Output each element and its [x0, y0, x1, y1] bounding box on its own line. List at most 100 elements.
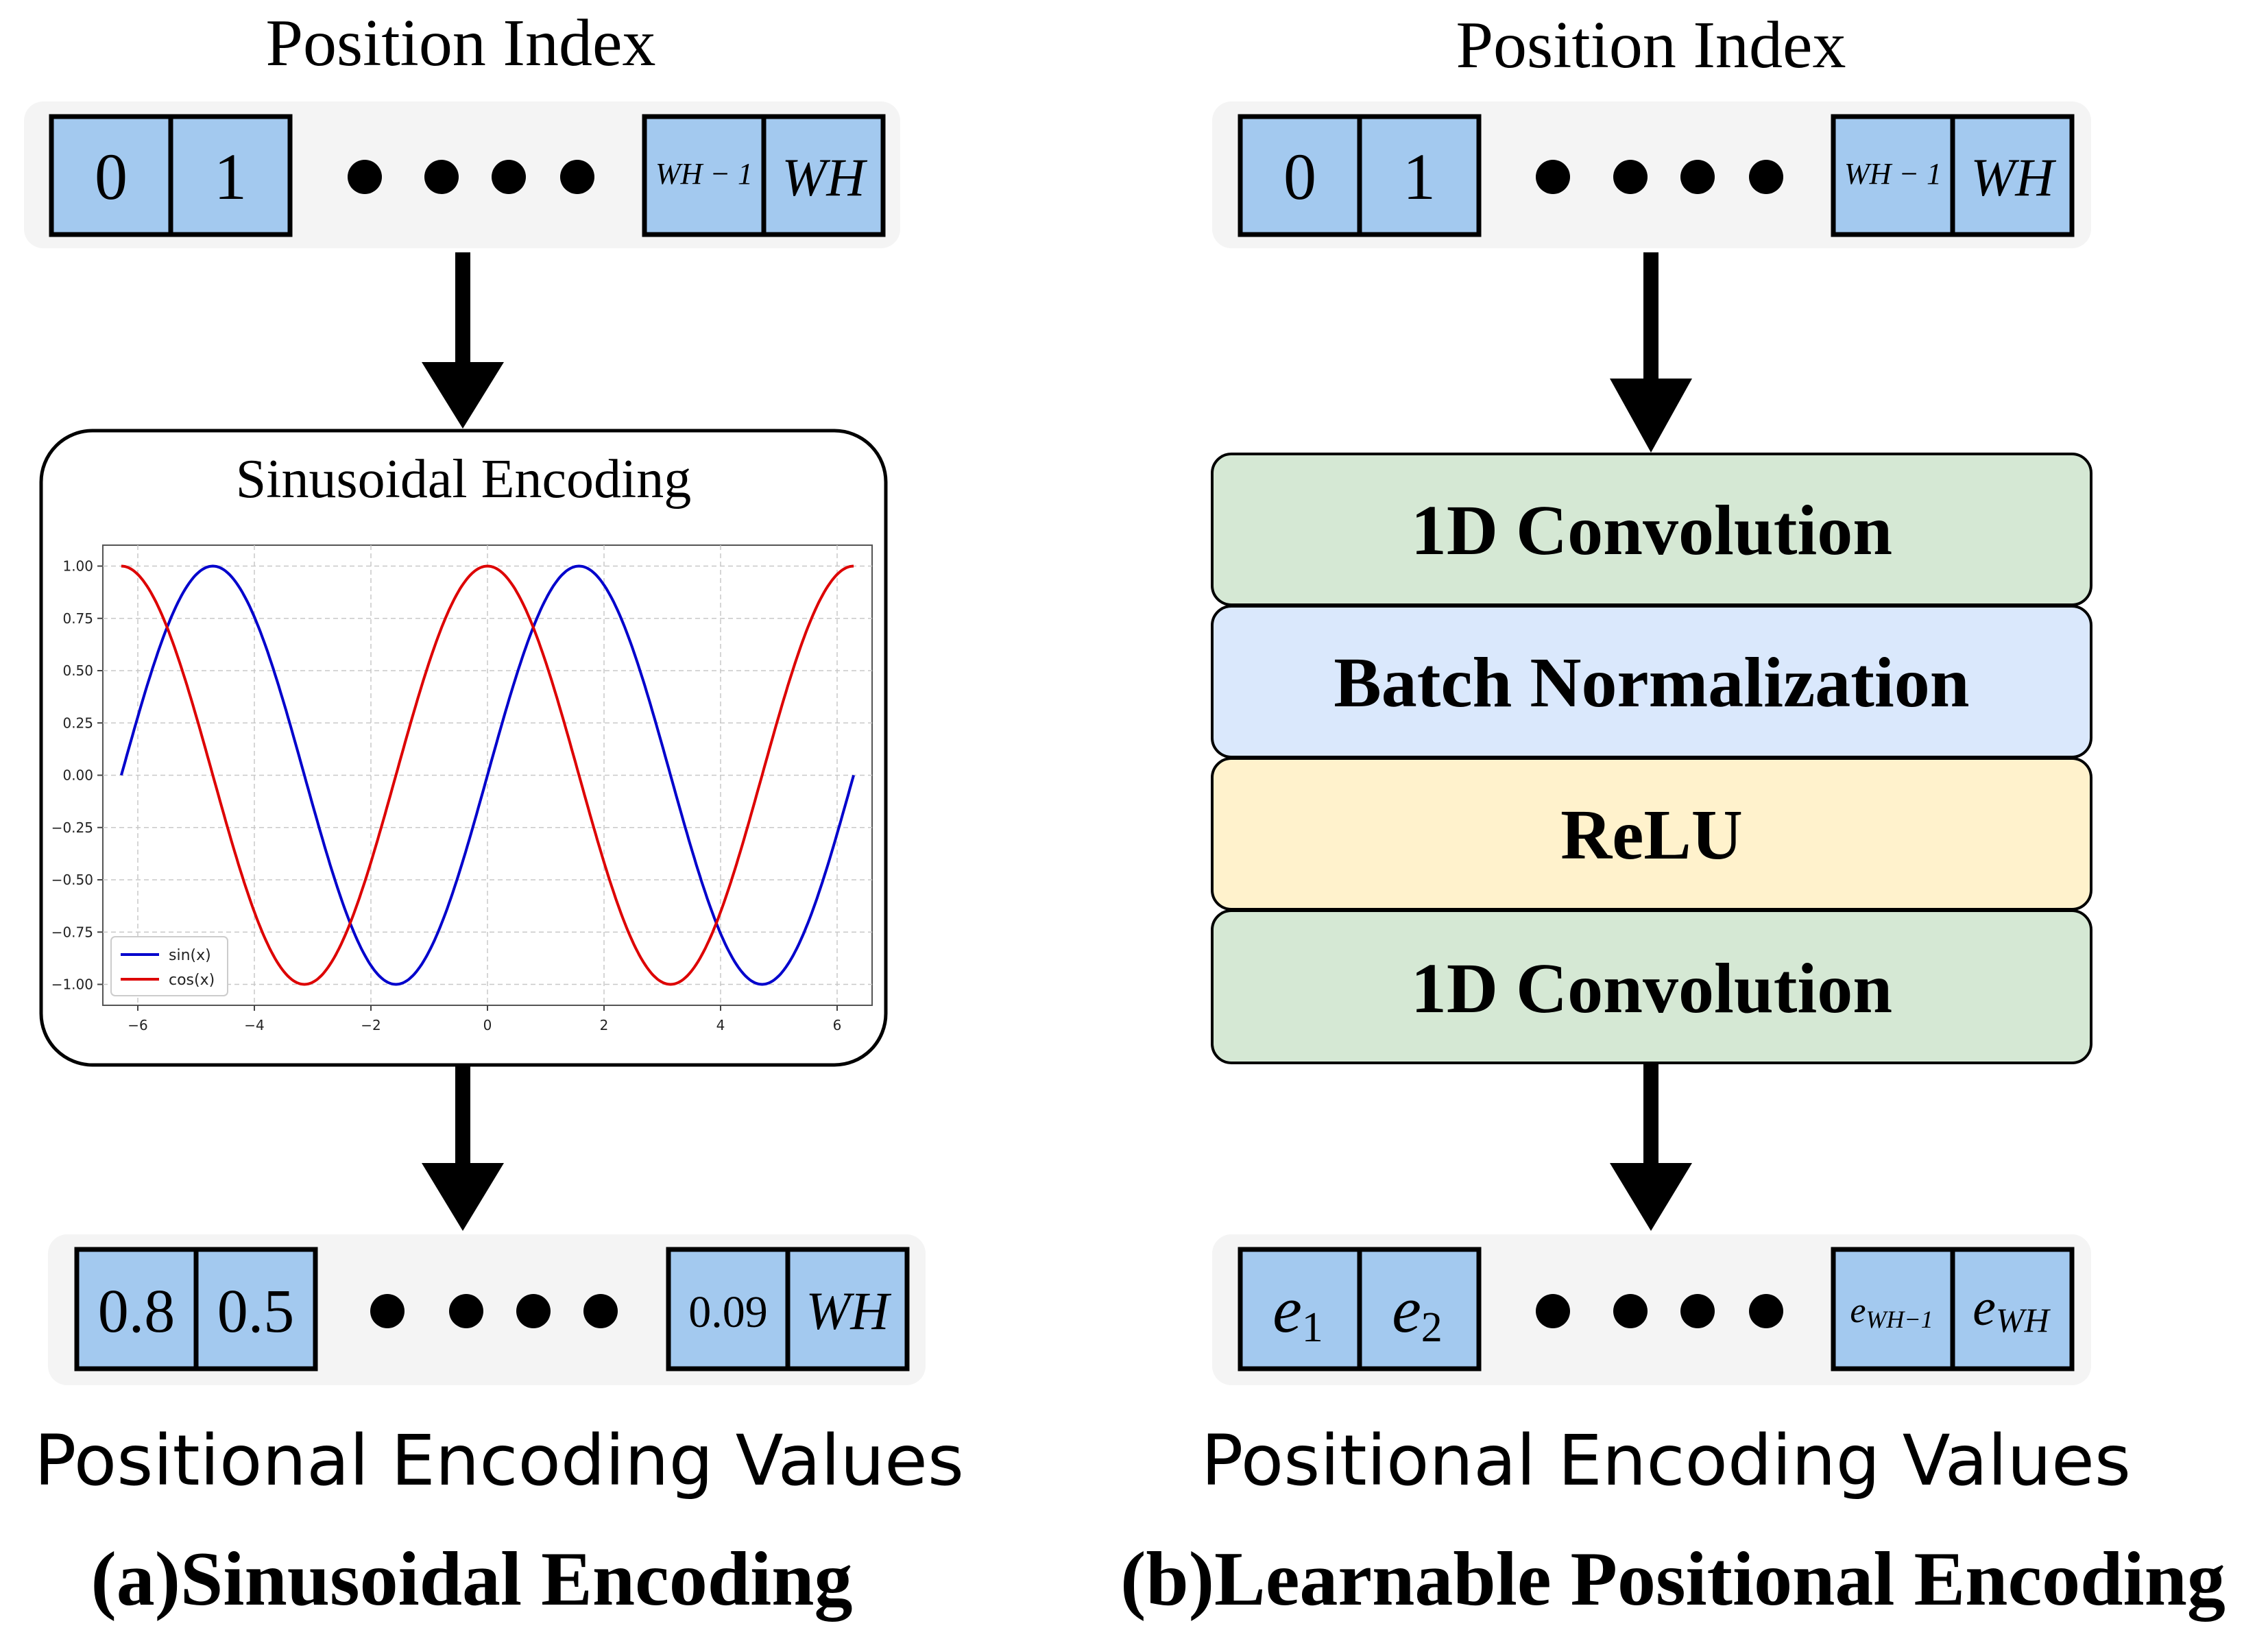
right-index-cell: [1950, 114, 2075, 237]
x-tick-label: −2: [361, 1017, 381, 1033]
layer-label-conv1: 1D Convolution: [1411, 491, 1892, 570]
left-output-cell: [193, 1247, 318, 1371]
left-position-index-title: Position Index: [266, 6, 656, 80]
left-output-cell-text: WH: [806, 1281, 891, 1341]
layer-label-batchnorm: Batch Normalization: [1334, 643, 1969, 722]
left-index-cell: [168, 114, 293, 237]
right-output-cell-text: e1: [1272, 1273, 1323, 1351]
x-tick-label: 6: [833, 1017, 842, 1033]
ellipsis-dot: [560, 160, 594, 194]
left-output-cell: [74, 1247, 199, 1371]
left-index-cell: [642, 114, 767, 237]
embedding-symbol: e: [1973, 1279, 1996, 1337]
right-arrowhead: [1610, 1163, 1692, 1231]
ellipsis-dot: [348, 160, 382, 194]
y-tick-label: 0.25: [62, 715, 93, 731]
layer-box-conv2: [1211, 909, 2092, 1064]
embedding-subscript: WH: [1996, 1301, 2051, 1339]
left-index-cell-text: 1: [214, 140, 247, 213]
right-output-cell: [1357, 1247, 1482, 1371]
y-tick-label: 0.00: [62, 767, 93, 784]
ellipsis-dot: [516, 1294, 551, 1328]
right-output-label: Positional Encoding Values: [1201, 1420, 2131, 1502]
right-position-index-title: Position Index: [1456, 8, 1846, 82]
ellipsis-dot: [1680, 160, 1715, 194]
right-output-cell-text: eWH: [1973, 1279, 2051, 1339]
embedding-subscript: 2: [1421, 1304, 1443, 1351]
legend-box: [110, 936, 228, 996]
y-tick-label: 0.75: [62, 610, 93, 627]
right-output-cell: [1950, 1247, 2075, 1371]
embedding-subscript: 1: [1302, 1304, 1323, 1351]
embedding-symbol: e: [1272, 1273, 1302, 1346]
left-output-cell-text: 0.8: [98, 1278, 176, 1345]
left-index-array: 0 1 WH − 1 WH: [49, 114, 886, 237]
ellipsis-dot: [1613, 160, 1648, 194]
left-index-cell: [761, 114, 886, 237]
series-line-sin: [119, 564, 856, 986]
layer-label-conv2: 1D Convolution: [1411, 949, 1892, 1028]
x-tick-label: 4: [716, 1017, 725, 1033]
right-index-cell-text: WH: [1970, 147, 2056, 207]
legend-label-cos: cos(x): [169, 972, 215, 989]
right-index-cell: [1238, 114, 1362, 237]
x-tick-label: −6: [128, 1017, 147, 1033]
right-output-cell-text: eWH−1: [1850, 1291, 1933, 1333]
left-index-cell-text: WH − 1: [655, 157, 753, 191]
left-output-cell: [666, 1247, 791, 1371]
ellipsis-dot: [370, 1294, 405, 1328]
ellipsis-dot: [424, 160, 459, 194]
right-arrowhead: [1610, 379, 1692, 453]
ellipsis-dot: [583, 1294, 618, 1328]
embedding-symbol: e: [1392, 1273, 1421, 1346]
right-index-cell-text: WH − 1: [1844, 157, 1942, 191]
y-tick-label: 0.50: [62, 662, 93, 679]
right-output-cell: [1238, 1247, 1362, 1371]
x-tick-label: 2: [600, 1017, 609, 1033]
y-tick-label: −0.75: [51, 924, 93, 940]
ellipsis-dot: [1536, 1294, 1570, 1328]
panel-sinusoidal: Position Index 0 1 WH − 1 WH Sinusoidal …: [24, 6, 964, 1622]
x-tick-label: −4: [244, 1017, 264, 1033]
right-output-array: e1 e2 eWH−1 eWH: [1238, 1247, 2075, 1371]
ellipsis-dot: [1613, 1294, 1648, 1328]
sin-cos-chart: −6 −4 −2 0 2 4 6 1.00 0.75 0.50 0.25 0.00 −0.25 −0.50…: [51, 544, 873, 1033]
left-arrowhead: [422, 1163, 504, 1231]
left-caption: (a)Sinusoidal Encoding: [91, 1537, 852, 1622]
ellipsis-dot: [492, 160, 526, 194]
left-output-label: Positional Encoding Values: [34, 1420, 964, 1502]
left-arrowhead: [422, 362, 504, 429]
left-output-cell: [785, 1247, 910, 1371]
left-index-cell-text: WH: [782, 147, 867, 207]
panel-learnable: Position Index 0 1 WH − 1 WH 1D Convolut…: [1120, 8, 2225, 1622]
ellipsis-dot: [1680, 1294, 1715, 1328]
left-index-cell-text: 0: [95, 140, 128, 213]
embedding-symbol: e: [1850, 1291, 1866, 1330]
learnable-layer-stack: 1D Convolution Batch Normalization ReLU …: [1211, 453, 2092, 1064]
right-index-cell: [1831, 114, 1955, 237]
embedding-subscript: WH−1: [1866, 1306, 1933, 1333]
x-tick-label: 0: [483, 1017, 492, 1033]
ellipsis-dot: [1749, 160, 1783, 194]
sinusoidal-encoder-title: Sinusoidal Encoding: [236, 449, 691, 510]
left-output-array: 0.8 0.5 0.09 WH: [74, 1247, 910, 1371]
legend-label-sin: sin(x): [169, 947, 211, 964]
left-output-cell-text: 0.5: [217, 1278, 295, 1345]
y-tick-label: −1.00: [51, 976, 93, 993]
y-tick-label: 1.00: [62, 558, 93, 575]
right-output-cell-text: e2: [1392, 1273, 1443, 1351]
y-tick-label: −0.25: [51, 819, 93, 836]
ellipsis-dot: [449, 1294, 483, 1328]
y-tick-label: −0.50: [51, 872, 93, 888]
right-index-cell-text: 1: [1403, 140, 1436, 213]
left-output-cell-text: 0.09: [688, 1287, 768, 1337]
ellipsis-dot: [1749, 1294, 1783, 1328]
right-index-array: 0 1 WH − 1 WH: [1238, 114, 2075, 237]
layer-label-relu: ReLU: [1560, 795, 1743, 874]
ellipsis-dot: [1536, 160, 1570, 194]
series-line-cos: [121, 564, 854, 986]
right-caption: (b)Learnable Positional Encoding: [1120, 1537, 2225, 1622]
right-index-cell-text: 0: [1283, 140, 1316, 213]
right-index-cell: [1357, 114, 1482, 237]
